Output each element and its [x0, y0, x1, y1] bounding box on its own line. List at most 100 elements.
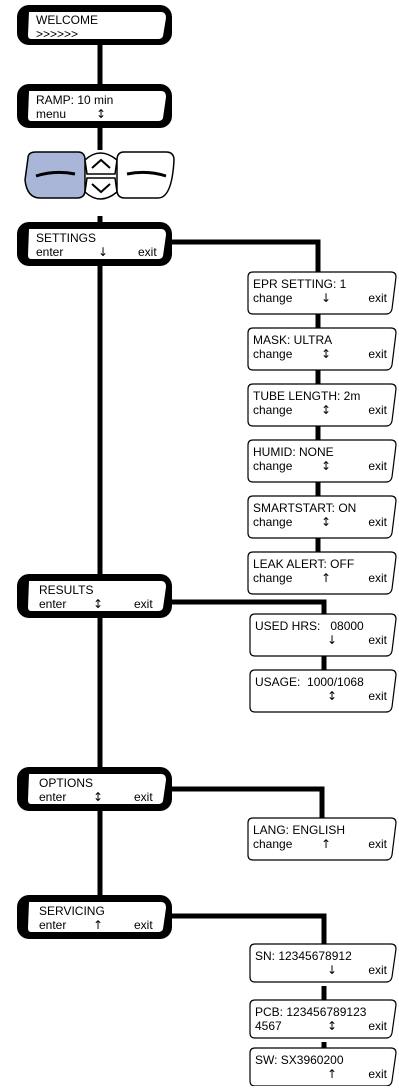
settings-title: SETTINGS [36, 231, 97, 245]
results-display: RESULTS enter ↕ exit [39, 584, 167, 612]
settings-item-action-label: change [253, 515, 293, 529]
settings-item-arrow: ↕ [321, 347, 332, 361]
settings-item-value: TUBE LENGTH: 2m [253, 389, 361, 403]
results-title: RESULTS [39, 583, 94, 597]
welcome-display: WELCOME >>>>>> [36, 14, 161, 42]
servicing-display: SERVICING enter ↑ exit [39, 905, 167, 933]
results-item-exit-label: exit [368, 689, 387, 703]
settings-item-exit-label: exit [368, 515, 387, 529]
results-item: USED HRS: 08000↓exit [255, 620, 391, 648]
chevron-up-icon [91, 158, 111, 169]
settings-item-exit-label: exit [368, 571, 387, 585]
options-item-frame [247, 817, 397, 861]
settings-item-exit-label: exit [368, 459, 387, 473]
results-item-frame [249, 613, 397, 657]
results-item-value: USED HRS: 08000 [255, 619, 364, 633]
settings-item-arrow: ↕ [321, 403, 332, 417]
servicing-exit-label: exit [134, 918, 153, 932]
settings-exit-label: exit [138, 245, 157, 259]
servicing-item: SN: 12345678912↓exit [255, 950, 391, 978]
servicing-item-value: SW: SX3960200 [255, 1053, 344, 1067]
welcome-title: WELCOME [36, 13, 99, 27]
settings-item-exit-label: exit [368, 403, 387, 417]
options-item-value: LANG: ENGLISH [253, 823, 346, 837]
settings-item-exit-label: exit [368, 347, 387, 361]
results-enter-label: enter [39, 597, 67, 611]
settings-arrow: ↓ [98, 245, 109, 259]
connector-servicing-branch [170, 913, 327, 944]
settings-item-action-label: change [253, 571, 293, 585]
ramp-value: RAMP: 10 min [36, 93, 114, 107]
down-key[interactable] [84, 177, 118, 200]
options-display: OPTIONS enter ↕ exit [39, 777, 167, 805]
right-soft-key[interactable] [116, 151, 175, 199]
left-soft-key-glyph [35, 170, 76, 178]
servicing-item-exit-label: exit [368, 1067, 387, 1081]
up-key[interactable] [84, 152, 118, 175]
results-item-frame [249, 669, 397, 713]
settings-item-value: HUMID: NONE [253, 445, 334, 459]
options-exit-label: exit [134, 790, 153, 804]
settings-item-frame [247, 551, 397, 595]
settings-item-exit-label: exit [368, 291, 387, 305]
settings-item-value: SMARTSTART: ON [253, 501, 357, 515]
options-item-action-label: change [253, 837, 293, 851]
results-item-exit-label: exit [368, 633, 387, 647]
settings-item-arrow: ↕ [321, 459, 332, 473]
servicing-enter-label: enter [39, 918, 67, 932]
results-screen [17, 574, 172, 618]
servicing-screen [17, 895, 172, 939]
settings-item-action-label: change [253, 403, 293, 417]
settings-item-value: EPR SETTING: 1 [253, 277, 347, 291]
settings-item-frame [247, 495, 397, 539]
left-soft-key[interactable] [24, 151, 86, 199]
options-item-arrow: ↑ [321, 837, 332, 851]
options-item-exit-label: exit [368, 837, 387, 851]
connector-settings-branch [170, 239, 321, 272]
servicing-item-action-label: 4567 [255, 1019, 282, 1033]
settings-screen [17, 222, 172, 266]
options-screen [17, 767, 172, 811]
connector-results-branch [170, 599, 327, 614]
servicing-item-frame [249, 943, 397, 983]
servicing-item-value: PCB: 123456789123 [255, 1005, 367, 1019]
servicing-item: SW: SX3960200↑ exit [255, 1054, 391, 1082]
right-soft-key-glyph [126, 170, 167, 178]
servicing-item-value: SN: 12345678912 [255, 949, 352, 963]
connectors [97, 40, 327, 1050]
settings-item-frame [247, 327, 397, 371]
sub-screens [247, 271, 397, 1087]
settings-item-frame [247, 439, 397, 483]
settings-item-action-label: change [253, 291, 293, 305]
welcome-screen [17, 5, 172, 45]
settings-item-arrow: ↓ [321, 291, 332, 305]
results-exit-label: exit [134, 597, 153, 611]
keypad [24, 151, 175, 200]
settings-item-arrow: ↕ [321, 515, 332, 529]
results-arrow: ↕ [93, 597, 104, 611]
options-title: OPTIONS [39, 776, 94, 790]
chevron-down-icon [91, 183, 111, 194]
settings-display: SETTINGS enter ↓ exit [36, 232, 164, 260]
ramp-display: RAMP: 10 min menu ↕ [36, 94, 161, 122]
servicing-item-arrow: ↕ [327, 1019, 338, 1033]
servicing-item-arrow: ↑ [327, 1067, 338, 1081]
ramp-screen [17, 84, 172, 128]
servicing-item-frame [249, 999, 397, 1039]
settings-item-value: MASK: ULTRA [253, 333, 333, 347]
servicing-item-exit-label: exit [368, 963, 387, 977]
settings-item-action-label: change [253, 459, 293, 473]
servicing-title: SERVICING [39, 904, 105, 918]
settings-item-frame [247, 383, 397, 427]
welcome-progress: >>>>>> [36, 27, 79, 41]
main-screens [17, 5, 172, 939]
